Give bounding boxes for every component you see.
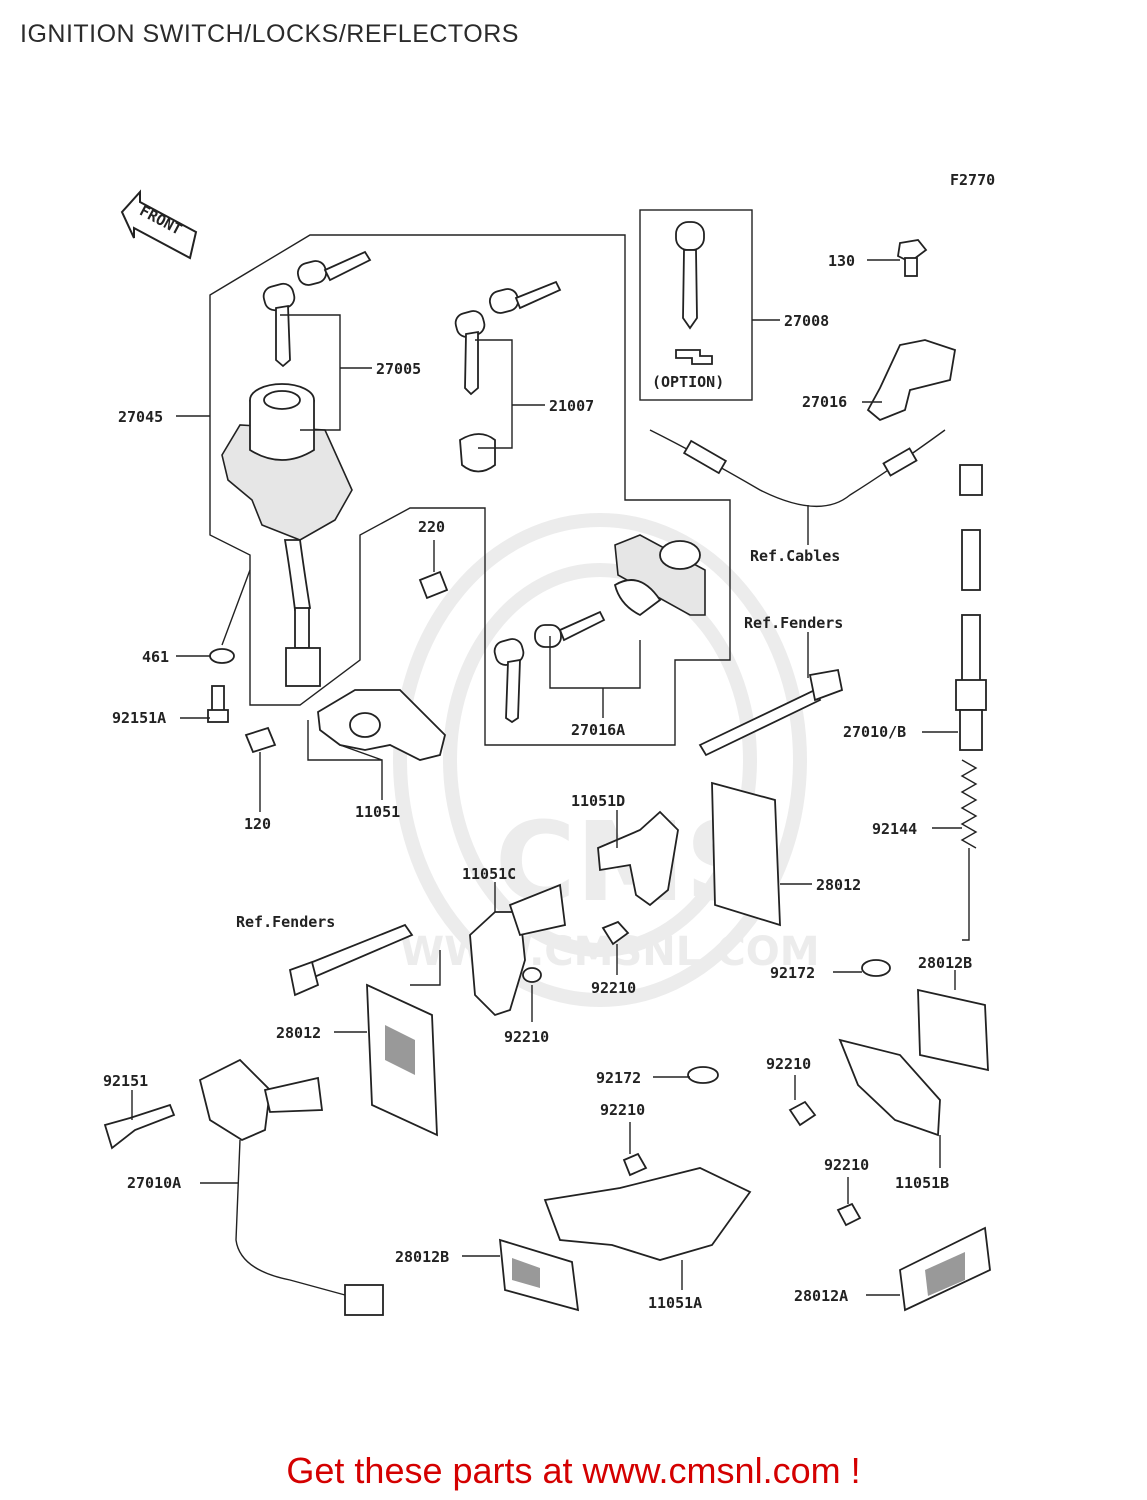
figure-code: F2770 [950,171,995,189]
front-arrow-icon: FRONT [120,189,198,260]
ignition-switch-icon [221,383,353,687]
rear-brake-switch-icon [198,1058,384,1316]
callout-label: 28012 [276,1024,321,1042]
callout-label: 11051 [355,803,400,821]
screw-icon [687,1066,719,1084]
callout-label: 92151A [112,709,166,727]
callout-label: 11051C [462,865,516,883]
callout-label: 130 [828,252,855,270]
callout-label: 461 [142,648,169,666]
key-icon [454,280,562,396]
nut-icon [836,1202,862,1227]
callout-label: 27010A [127,1174,181,1192]
parts-diagram: CMS WWW.CMSNL.COM F2770 FRONT (OPTION) [103,171,995,1316]
callout-label: 92210 [591,979,636,997]
washer-icon [209,648,235,664]
nut-icon [622,1152,648,1177]
callout-label: 220 [418,518,445,536]
callout-label: 92172 [596,1069,641,1087]
callout-label: 28012A [794,1287,848,1305]
reflector-bracket-icon [543,1167,752,1261]
footer-promo-link[interactable]: Get these parts at www.cmsnl.com ! [286,1450,861,1491]
screw-icon [244,726,277,754]
callout-label: 11051B [895,1174,949,1192]
callout-label: 11051A [648,1294,702,1312]
callout-label: 27005 [376,360,421,378]
callout-label: 92172 [770,964,815,982]
lock-bracket-icon [866,339,957,422]
screw-icon [861,959,891,977]
callout-label: Ref.Fenders [744,614,843,632]
page-title: IGNITION SWITCH/LOCKS/REFLECTORS [20,20,519,48]
nut-icon [522,967,542,983]
key-icon [493,610,606,724]
spring-icon [960,759,978,941]
option-box [639,209,753,401]
callout-label: 92210 [766,1055,811,1073]
reflector-bracket-icon [597,810,679,907]
callout-label: 27016A [571,721,625,739]
key-cap-icon [459,433,496,473]
callout-label: 120 [244,815,271,833]
callout-label: 27016 [802,393,847,411]
callout-label: 28012 [816,876,861,894]
callout-label: 28012B [395,1248,449,1266]
reflector-icon [917,988,989,1072]
screw-icon [418,570,449,600]
callout-label: 11051D [571,792,625,810]
reflector-bracket-icon [469,911,526,1017]
callout-label: 92144 [872,820,917,838]
callout-label: 92210 [824,1156,869,1174]
long-bolt-icon [303,923,414,980]
lock-bracket-icon [317,689,446,761]
seat-lock-icon [613,534,706,617]
nut-icon [601,920,630,946]
callout-label: 92151 [103,1072,148,1090]
reflector-icon [711,781,781,927]
reflector-bracket-icon [838,1038,941,1137]
callout-label: 27010/B [843,723,906,741]
callout-label: 27045 [118,408,163,426]
brake-switch-icon [955,464,987,751]
callout-label: 27008 [784,312,829,330]
option-label: (OPTION) [652,373,724,391]
callout-label: 92210 [600,1101,645,1119]
long-bolt-icon [698,688,822,757]
bolt-icon [207,685,229,723]
callout-label: Ref.Cables [750,547,840,565]
callout-label: 28012B [918,954,972,972]
nut-icon [788,1100,817,1127]
bolt-icon [897,239,928,277]
callout-labels: 130 27008 27016 27005 21007 27045 Ref.Ca… [103,252,972,1312]
key-icon [262,250,372,368]
option-key-icon [675,221,713,365]
callout-label: 92210 [504,1028,549,1046]
leader-lines [131,259,962,1296]
bolt-icon [103,1103,176,1150]
callout-label: 21007 [549,397,594,415]
callout-label: Ref.Fenders [236,913,335,931]
